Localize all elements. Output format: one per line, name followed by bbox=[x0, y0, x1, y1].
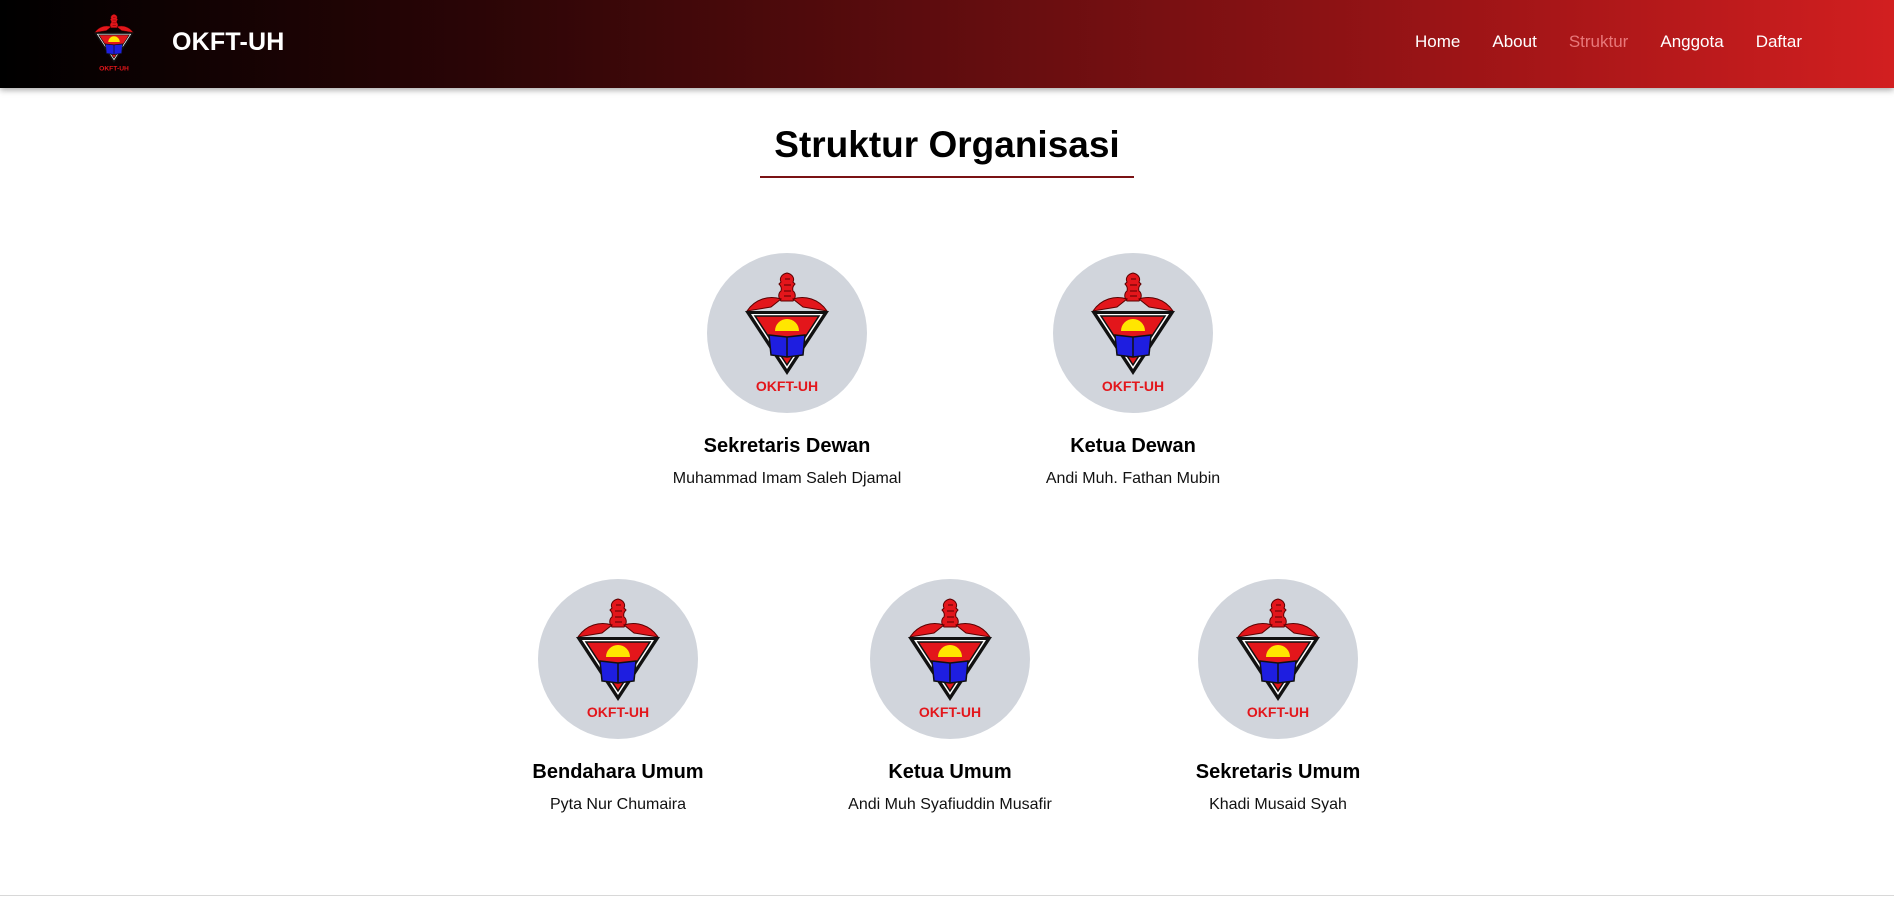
okft-uh-emblem-icon bbox=[741, 271, 833, 395]
avatar bbox=[870, 579, 1030, 739]
member-role: Ketua Umum bbox=[888, 761, 1012, 783]
nav-struktur[interactable]: Struktur bbox=[1568, 32, 1629, 51]
okft-uh-emblem-icon bbox=[1232, 597, 1324, 721]
member-role: Sekretaris Umum bbox=[1195, 761, 1361, 783]
footer-divider bbox=[0, 895, 1894, 896]
brand-name[interactable]: OKFT-UH bbox=[172, 28, 285, 56]
member-card-ketua-dewan: Ketua Dewan Andi Muh. Fathan Mubin bbox=[973, 253, 1293, 488]
member-name: Khadi Musaid Syah bbox=[1209, 796, 1347, 813]
okft-uh-emblem-icon bbox=[1087, 271, 1179, 395]
member-card-sekretaris-dewan: Sekretaris Dewan Muhammad Imam Saleh Dja… bbox=[627, 253, 947, 488]
title-wrap: Struktur Organisasi bbox=[0, 124, 1894, 178]
nav-anggota[interactable]: Anggota bbox=[1660, 32, 1724, 51]
navbar: OKFT-UH Home About Struktur Anggota Daft… bbox=[0, 0, 1894, 88]
avatar bbox=[1198, 579, 1358, 739]
member-role: Sekretaris Dewan bbox=[703, 435, 871, 457]
member-role: Ketua Dewan bbox=[1070, 435, 1196, 457]
member-name: Muhammad Imam Saleh Djamal bbox=[672, 470, 902, 487]
avatar bbox=[1053, 253, 1213, 413]
member-role: Bendahara Umum bbox=[532, 761, 704, 783]
okft-uh-emblem-icon[interactable] bbox=[92, 12, 136, 74]
member-card-sekretaris-umum: Sekretaris Umum Khadi Musaid Syah bbox=[1118, 579, 1438, 814]
member-name: Andi Muh Syafiuddin Musafir bbox=[848, 796, 1052, 813]
member-name: Andi Muh. Fathan Mubin bbox=[1045, 470, 1221, 487]
avatar bbox=[707, 253, 867, 413]
member-name: Pyta Nur Chumaira bbox=[549, 796, 687, 813]
nav-about[interactable]: About bbox=[1492, 32, 1537, 51]
member-card-ketua-umum: Ketua Umum Andi Muh Syafiuddin Musafir bbox=[790, 579, 1110, 814]
nav-daftar[interactable]: Daftar bbox=[1755, 32, 1802, 51]
nav-links: Home About Struktur Anggota Daftar bbox=[1383, 32, 1802, 52]
avatar bbox=[538, 579, 698, 739]
okft-uh-emblem-icon bbox=[904, 597, 996, 721]
okft-uh-emblem-icon bbox=[572, 597, 664, 721]
nav-home[interactable]: Home bbox=[1415, 32, 1461, 51]
member-card-bendahara-umum: Bendahara Umum Pyta Nur Chumaira bbox=[458, 579, 778, 814]
page-title: Struktur Organisasi bbox=[760, 124, 1134, 178]
